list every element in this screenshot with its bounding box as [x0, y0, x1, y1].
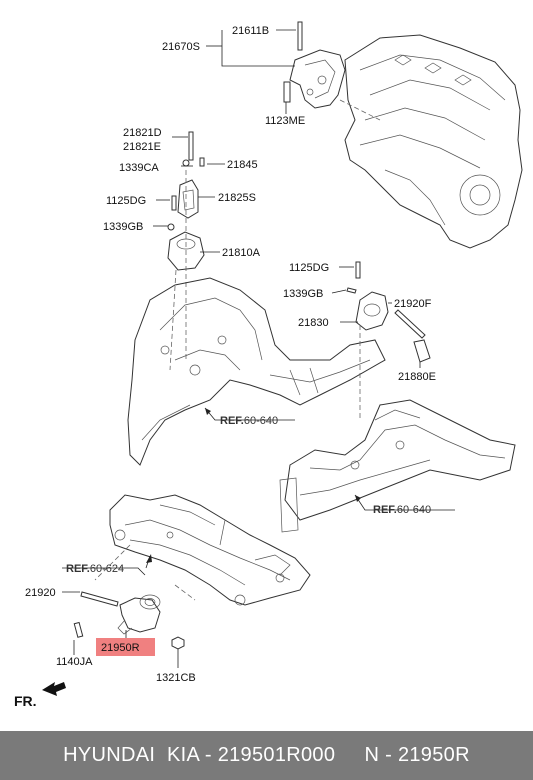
- highlight-21950r: [96, 638, 155, 656]
- engine-block: [344, 34, 523, 249]
- label-21830: 21830: [298, 317, 329, 329]
- label-1125dg-b: 1125DG: [289, 262, 329, 274]
- label-1321cb: 1321CB: [156, 672, 196, 684]
- label-21950r: 21950R: [101, 642, 140, 654]
- label-21825s: 21825S: [218, 192, 256, 204]
- bracket-21670s: [283, 21, 346, 109]
- label-21670s: 21670S: [162, 41, 200, 53]
- front-arrow-icon: [42, 682, 66, 696]
- label-21920f: 21920F: [394, 298, 432, 310]
- transmission-mount-21830: [346, 261, 431, 363]
- label-1339gb-b: 1339GB: [283, 288, 323, 300]
- side-member-right: [279, 399, 516, 533]
- label-21920: 21920: [25, 587, 56, 599]
- label-1339gb-a: 1339GB: [103, 221, 143, 233]
- ref-label-2: REF.60-640: [373, 504, 431, 516]
- label-21821e: 21821E: [123, 141, 161, 153]
- ref-label-1: REF.60-640: [220, 415, 278, 427]
- label-21810a: 21810A: [222, 247, 261, 259]
- fr-label: FR.: [14, 693, 37, 709]
- label-21845: 21845: [227, 159, 258, 171]
- label-21880e: 21880E: [398, 371, 436, 383]
- part-labels: 21611B 21670S 1123ME 21821D 21821E 1339C…: [25, 25, 436, 684]
- leader-lines: [62, 29, 455, 668]
- label-1123me: 1123ME: [265, 115, 305, 127]
- subframe-crossmember: [109, 494, 311, 606]
- label-1339ca: 1339CA: [119, 162, 159, 174]
- ref-label-3: REF.60-624: [66, 563, 124, 575]
- roll-stopper-21950r: [73, 591, 185, 650]
- label-1140ja: 1140JA: [56, 656, 93, 668]
- label-1125dg-a: 1125DG: [106, 195, 146, 207]
- label-21611b: 21611B: [232, 25, 269, 37]
- label-21821d: 21821D: [123, 127, 162, 139]
- front-direction-indicator: FR.: [14, 682, 66, 709]
- engine-mount-21810a: [167, 131, 205, 271]
- side-member-left: [127, 277, 386, 466]
- part-number-footer: HYUNDAI KIA - 219501R000 N - 21950R: [0, 731, 533, 780]
